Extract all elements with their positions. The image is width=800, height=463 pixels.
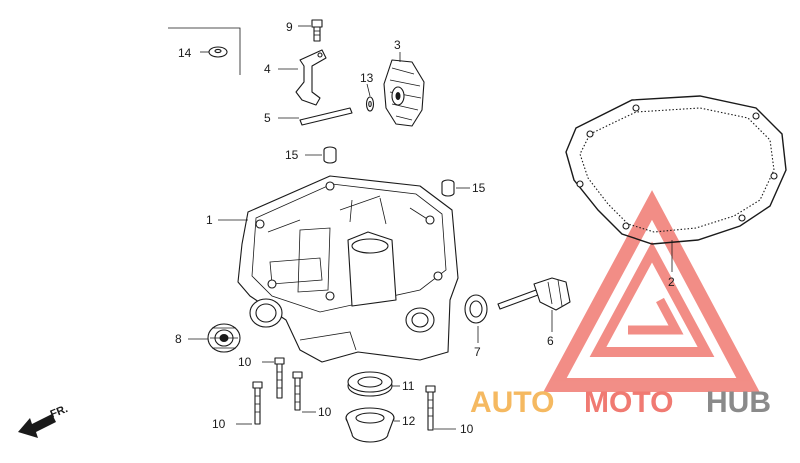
watermark-word-auto: AUTO [470, 386, 554, 419]
part-12-cup [345, 407, 400, 443]
part-7-seal [464, 294, 488, 343]
part-10-bolt-a [262, 357, 285, 399]
part-15-dowel-right [441, 179, 470, 197]
part-2-gasket [565, 95, 787, 272]
callout-10a: 10 [238, 355, 252, 369]
callout-14: 14 [178, 46, 192, 60]
callout-8: 8 [175, 332, 182, 346]
watermark-logo [543, 190, 760, 392]
part-3-gear [383, 52, 425, 127]
front-direction-label: FR. [49, 403, 70, 421]
part-13-washer [365, 83, 375, 112]
callout-3: 3 [394, 38, 401, 52]
callout-15b: 15 [472, 181, 486, 195]
callout-6: 6 [547, 334, 554, 348]
part-9-bolt [298, 19, 323, 42]
callout-10d: 10 [460, 422, 474, 436]
watermark-word-hub: HUB [706, 386, 771, 419]
callout-5: 5 [264, 111, 271, 125]
callout-10c: 10 [212, 417, 226, 431]
callout-1: 1 [206, 213, 213, 227]
callout-13: 13 [360, 71, 374, 85]
callout-4: 4 [264, 62, 271, 76]
callout-7: 7 [474, 345, 481, 359]
callout-10b: 10 [318, 405, 332, 419]
watermark-triangle-outer [543, 190, 760, 392]
callout-2: 2 [668, 275, 675, 289]
part-14-washer [168, 27, 241, 75]
part-10-bolt-d [425, 385, 456, 431]
watermark-g-bar [628, 297, 684, 335]
part-4-bracket [278, 49, 327, 106]
callout-9: 9 [286, 20, 293, 34]
front-direction-arrow-icon [18, 414, 56, 438]
callout-11: 11 [402, 379, 415, 393]
part-10-bolt-b [292, 371, 316, 413]
part-8-bearing [188, 323, 241, 353]
part-6-dipstick [497, 277, 571, 332]
callout-15a: 15 [285, 148, 299, 162]
part-10-bolt-c [236, 381, 263, 425]
watermark-word-moto: MOTO [584, 386, 673, 419]
part-15-dowel-upper [305, 146, 337, 164]
callout-12: 12 [402, 414, 416, 428]
part-5-shaft [278, 107, 353, 126]
watermark-triangle-inner [589, 241, 715, 357]
part-11-ring [347, 371, 400, 397]
part-1-crankcase [218, 175, 459, 363]
